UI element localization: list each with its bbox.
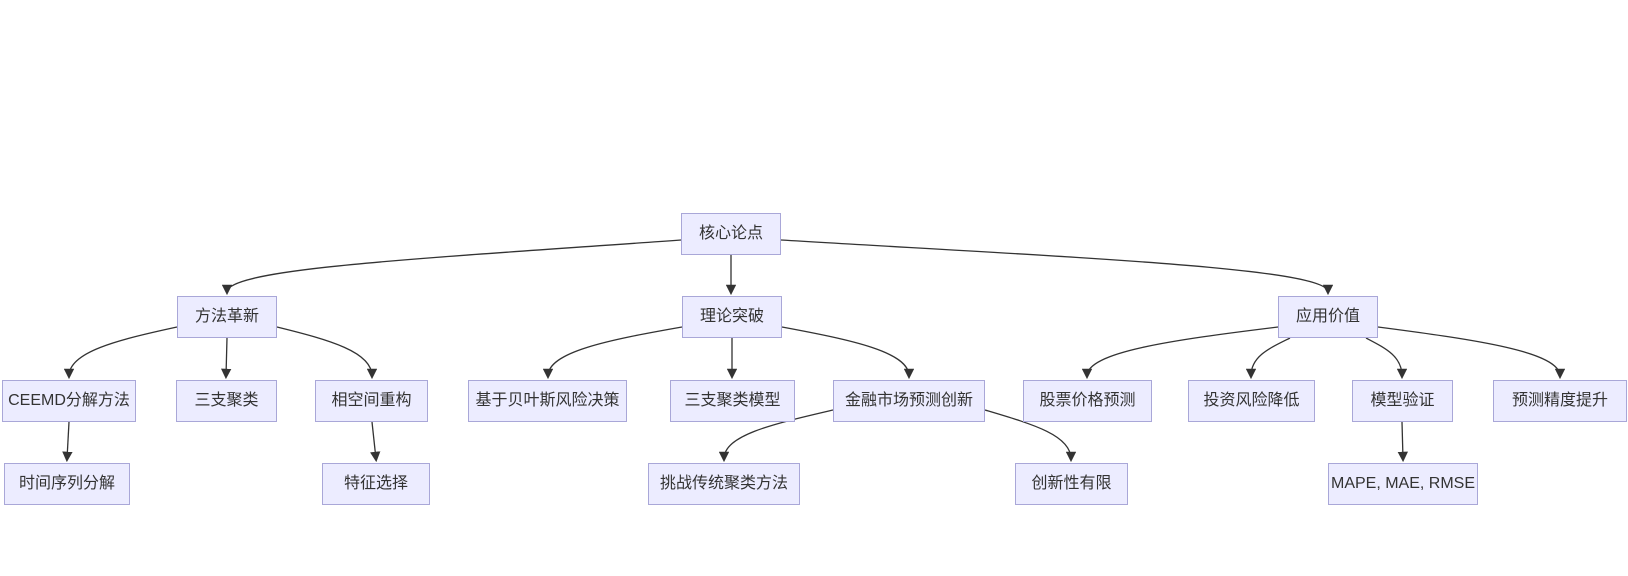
edge-finance-challenge [718,409,834,463]
node-model-validation: 模型验证 [1352,380,1453,422]
node-financial-market-innovation: 金融市场预测创新 [833,380,985,422]
edge-theory-bayes [542,326,683,380]
node-theory-breakthrough: 理论突破 [682,296,782,338]
edge-method-cluster3 [220,337,232,380]
node-three-way-clustering: 三支聚类 [176,380,277,422]
edge-root-method [221,239,682,296]
edge-phase-feature [370,421,381,463]
node-ceemd-decomposition: CEEMD分解方法 [2,380,136,422]
edge-finance-limited [984,409,1077,463]
edge-method-phase [276,326,378,380]
node-challenge-traditional-clustering: 挑战传统聚类方法 [648,463,800,505]
node-application-value: 应用价值 [1278,296,1378,338]
edge-model-val-metrics [1397,421,1409,463]
edge-value-risk [1245,337,1291,380]
node-prediction-precision: 预测精度提升 [1493,380,1627,422]
node-limited-innovation: 创新性有限 [1015,463,1128,505]
node-feature-selection: 特征选择 [322,463,430,505]
node-time-series-decomposition: 时间序列分解 [4,463,130,505]
edge-method-ceemd [63,326,178,380]
node-core-argument: 核心论点 [681,213,781,255]
edge-value-precision [1377,326,1566,380]
node-phase-space-reconstruction: 相空间重构 [315,380,428,422]
edge-value-model-val [1365,337,1408,380]
edge-value-stock [1081,326,1279,380]
node-error-metrics: MAPE, MAE, RMSE [1328,463,1478,505]
node-bayes-risk-decision: 基于贝叶斯风险决策 [468,380,627,422]
edge-theory-finance [781,326,915,380]
node-stock-price-prediction: 股票价格预测 [1023,380,1152,422]
node-method-innovation: 方法革新 [177,296,277,338]
edge-root-value [780,239,1334,296]
node-investment-risk-reduction: 投资风险降低 [1188,380,1315,422]
edge-ceemd-timeseries [62,421,73,463]
node-three-way-cluster-model: 三支聚类模型 [670,380,795,422]
